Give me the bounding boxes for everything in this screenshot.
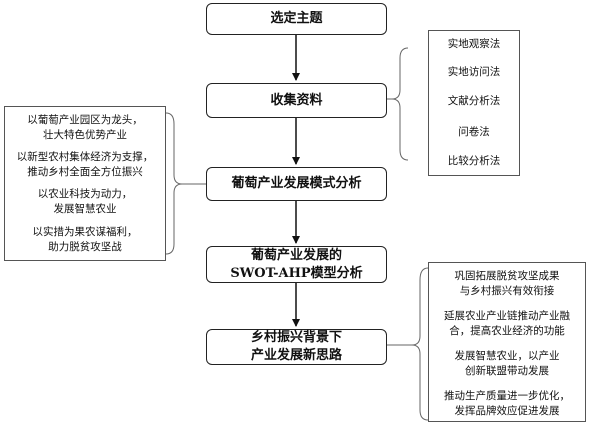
method-item: 比较分析法 — [429, 154, 519, 169]
model-line2: 推动乡村全面全方位振兴 — [27, 166, 143, 178]
method-item: 实地访问法 — [429, 65, 519, 80]
step-swot-ahp-line2: SWOT-AHP模型分析 — [230, 265, 363, 281]
idea-line2: 创新联盟带动发展 — [465, 365, 549, 377]
method-label: 比较分析法 — [447, 155, 501, 167]
model-item: 以新型农村集体经济为支撑， 推动乡村全面全方位振兴 — [5, 150, 165, 180]
idea-item: 推动生产质量进一步优化， 发挥品牌效应促进发展 — [429, 389, 585, 419]
ideas-bracket — [411, 267, 429, 421]
idea-item: 巩固拓展脱贫攻坚成果 与乡村振兴有效衔接 — [429, 269, 585, 299]
step-model-analysis: 葡萄产业发展模式分析 — [206, 167, 387, 201]
model-item: 以葡萄产业园区为龙头， 壮大特色优势产业 — [5, 113, 165, 143]
idea-line1: 推动生产质量进一步优化， — [444, 390, 570, 402]
step-collect-data-label: 收集资料 — [270, 92, 323, 108]
models-bracket — [165, 112, 183, 255]
model-line1: 以新型农村集体经济为支撑， — [16, 151, 154, 163]
methods-bracket — [391, 47, 409, 161]
model-line2: 壮大特色优势产业 — [43, 129, 127, 141]
model-item: 以农业科技为动力， 发展智慧农业 — [5, 187, 165, 217]
model-line1: 以葡萄产业园区为龙头， — [27, 114, 143, 126]
step-model-analysis-label: 葡萄产业发展模式分析 — [231, 176, 362, 191]
method-item: 问卷法 — [429, 125, 519, 140]
ideas-panel: 巩固拓展脱贫攻坚成果 与乡村振兴有效衔接 延展农业产业链推动产业融 合，提高农业… — [428, 262, 586, 422]
model-line2: 助力脱贫攻坚战 — [48, 241, 122, 253]
method-item: 文献分析法 — [429, 94, 519, 109]
step-swot-ahp-line1: 葡萄产业发展的 — [250, 247, 342, 263]
step-collect-data: 收集资料 — [206, 83, 387, 118]
method-label: 问卷法 — [458, 126, 490, 138]
idea-line1: 延展农业产业链推动产业融 — [444, 310, 570, 322]
method-item: 实地观察法 — [429, 37, 519, 52]
step-select-topic: 选定主题 — [206, 3, 387, 35]
idea-line2: 合，提高农业经济的功能 — [449, 325, 565, 337]
step-swot-ahp: 葡萄产业发展的 SWOT-AHP模型分析 — [206, 246, 387, 283]
step-select-topic-label: 选定主题 — [270, 11, 323, 26]
step-new-ideas-line1: 乡村振兴背景下 — [250, 330, 342, 345]
model-item: 以实措为果农谋福利， 助力脱贫攻坚战 — [5, 225, 165, 255]
idea-line1: 巩固拓展脱贫攻坚成果 — [454, 270, 560, 282]
model-line1: 以农业科技为动力， — [37, 188, 133, 200]
method-label: 实地观察法 — [447, 38, 501, 50]
method-label: 实地访问法 — [447, 66, 501, 78]
models-panel: 以葡萄产业园区为龙头， 壮大特色优势产业 以新型农村集体经济为支撑， 推动乡村全… — [4, 106, 166, 261]
idea-line1: 发展智慧农业，以产业 — [454, 350, 560, 362]
step-new-ideas: 乡村振兴背景下 产业发展新思路 — [206, 329, 387, 365]
model-line1: 以实措为果农谋福利， — [32, 226, 138, 238]
step-new-ideas-line2: 产业发展新思路 — [250, 348, 342, 363]
idea-line2: 发挥品牌效应促进发展 — [454, 405, 560, 417]
idea-item: 延展农业产业链推动产业融 合，提高农业经济的功能 — [429, 309, 585, 339]
idea-line2: 与乡村振兴有效衔接 — [459, 285, 555, 297]
methods-panel: 实地观察法 实地访问法 文献分析法 问卷法 比较分析法 — [428, 30, 520, 176]
method-label: 文献分析法 — [447, 95, 501, 107]
model-line2: 发展智慧农业 — [53, 203, 117, 215]
idea-item: 发展智慧农业，以产业 创新联盟带动发展 — [429, 349, 585, 379]
